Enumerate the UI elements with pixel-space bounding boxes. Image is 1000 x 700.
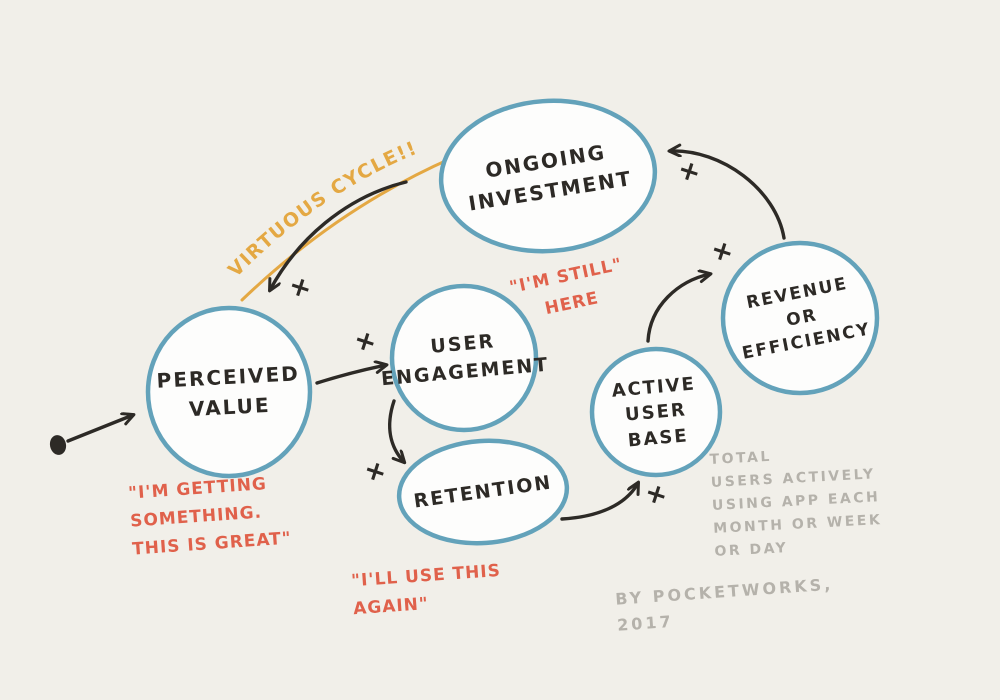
title-text: VIRTUOUS CYCLE!! — [224, 137, 421, 282]
arrow-retention-to-active-user-base — [560, 483, 638, 521]
arrow-user-engagement-to-retention — [388, 399, 404, 462]
arrow-revenue-to-ongoing-investment — [670, 151, 786, 240]
node-circle-user-engagement — [389, 283, 539, 433]
node-circle-perceived-value — [145, 305, 313, 479]
title-textpath: VIRTUOUS CYCLE!! — [224, 137, 419, 282]
arrow-ongoing-investment-to-perceived-value — [270, 180, 408, 290]
node-circle-active-user-base — [589, 346, 723, 478]
quote-perceived-value: "I'M GETTING SOMETHING. THIS IS GREAT" — [127, 474, 293, 560]
entry-dot — [49, 435, 67, 455]
note-active-user-base: TOTAL USERS ACTIVELY USING APP EACH MONT… — [709, 448, 883, 561]
node-circle-revenue-or-efficiency — [720, 240, 880, 396]
title-underline-swoosh — [240, 156, 454, 302]
arrow-entry-to-perceived-value — [66, 415, 133, 443]
arrow-perceived-value-to-user-engagement — [315, 365, 386, 385]
node-label-perceived-value: PERCEIVED VALUE — [156, 361, 301, 422]
arrow-active-user-base-to-revenue — [646, 274, 710, 343]
node-circle-retention — [396, 438, 570, 546]
node-circle-ongoing-investment — [438, 98, 658, 254]
